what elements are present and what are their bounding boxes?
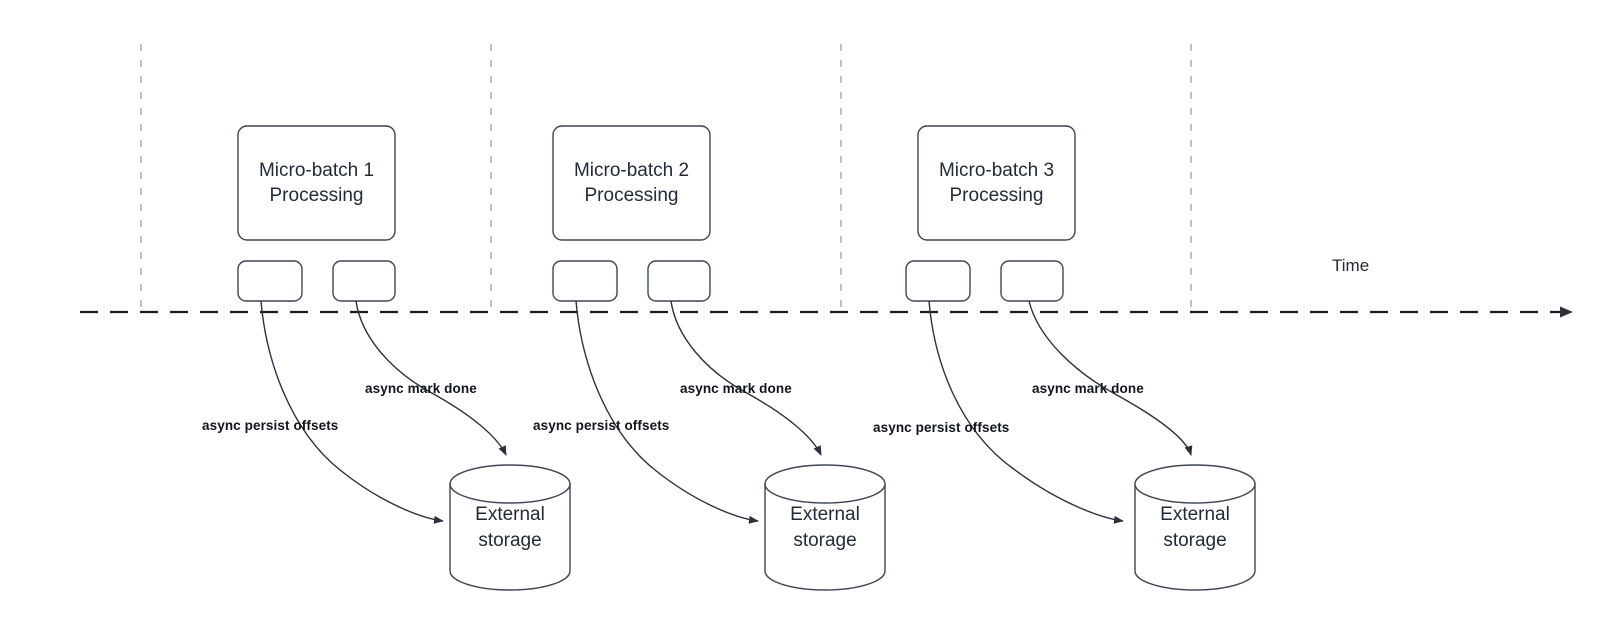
external-storage-label-1: External storage	[475, 503, 545, 551]
async-mark-done-edge-label-3: async mark done	[1032, 381, 1144, 396]
async-mark-done-edge-label-1: async mark done	[365, 381, 477, 396]
group-micro-batch-3	[905, 125, 1256, 591]
task-box-2b[interactable]	[647, 260, 711, 302]
cylinder-body-3	[1134, 483, 1256, 591]
external-storage-label-3: External storage	[1160, 503, 1230, 551]
external-storage-3[interactable]	[1134, 464, 1256, 591]
cylinder-top-1	[449, 464, 571, 504]
timeline-axis-label: Time	[1332, 256, 1370, 275]
cylinder-top-3	[1134, 464, 1256, 504]
task-box-1a[interactable]	[237, 260, 303, 302]
group-micro-batch-2	[552, 125, 886, 591]
task-box-1b[interactable]	[332, 260, 396, 302]
async-mark-done-edge-label-2: async mark done	[680, 381, 792, 396]
async-persist-offsets-edge-3	[928, 300, 1124, 524]
task-box-3a[interactable]	[905, 260, 971, 302]
external-storage-label-2: External storage	[790, 503, 860, 551]
async-persist-offsets-edge-label-3: async persist offsets	[873, 420, 1010, 435]
cylinder-body-2	[764, 483, 886, 591]
cylinder-body-1	[449, 483, 571, 591]
external-storage-1[interactable]	[449, 464, 571, 591]
micro-batch-box-3[interactable]	[917, 125, 1076, 241]
async-mark-done-edge-3	[1028, 300, 1193, 456]
async-mark-done-edge-1	[355, 300, 507, 456]
micro-batch-box-2[interactable]	[552, 125, 711, 241]
async-persist-offsets-edge-label-1: async persist offsets	[202, 418, 339, 433]
cylinder-top-2	[764, 464, 886, 504]
task-box-3b[interactable]	[1000, 260, 1064, 302]
micro-batch-box-1[interactable]	[237, 125, 396, 241]
async-persist-offsets-edge-1	[260, 300, 444, 524]
task-box-2a[interactable]	[552, 260, 618, 302]
async-persist-offsets-edge-label-2: async persist offsets	[533, 418, 670, 433]
async-persist-offsets-edge-2	[575, 300, 759, 524]
external-storage-2[interactable]	[764, 464, 886, 591]
async-mark-done-edge-2	[670, 300, 822, 456]
group-micro-batch-1	[237, 125, 571, 591]
